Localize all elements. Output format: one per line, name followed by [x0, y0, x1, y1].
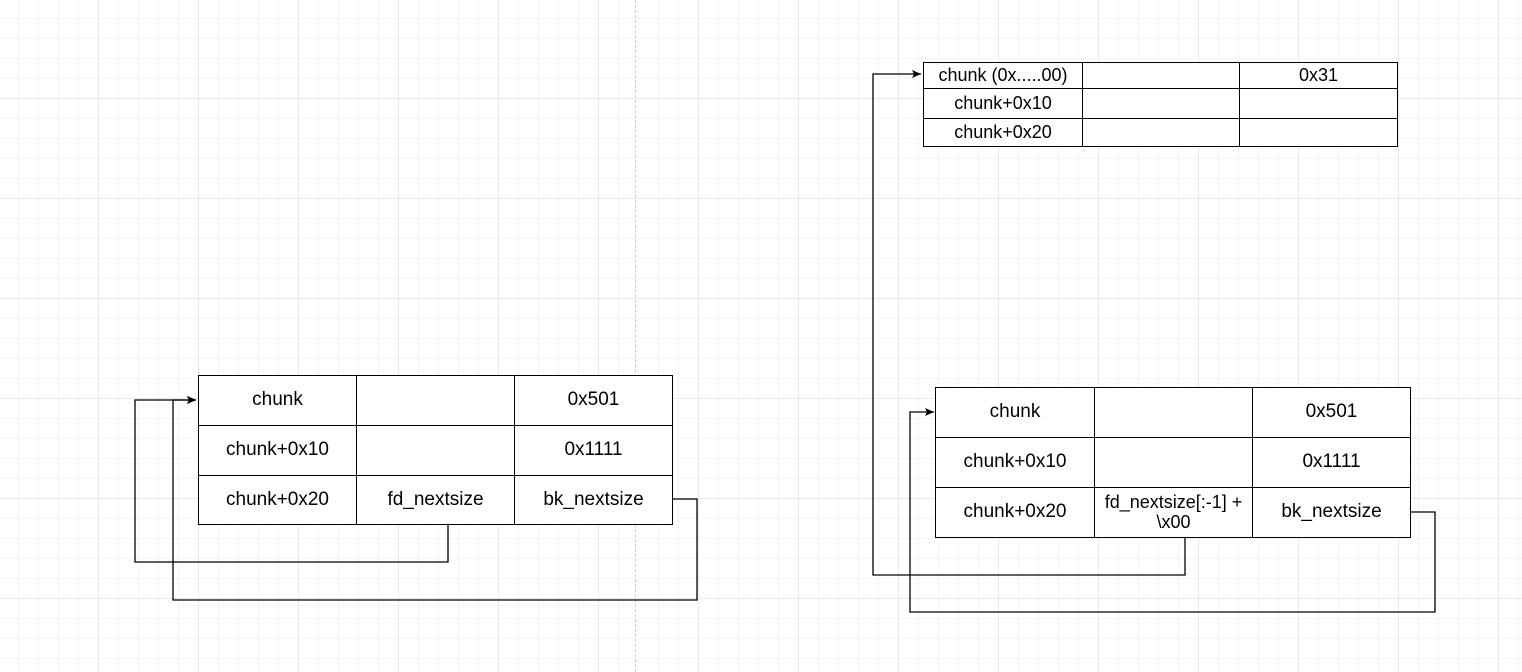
- fake-row1-mid-cell: [1082, 88, 1240, 119]
- right-row1-mid-cell: [1094, 437, 1253, 488]
- right-row1-addr-cell: chunk+0x10: [935, 437, 1095, 488]
- fake-row0-mid-cell: [1082, 62, 1240, 89]
- left-row0-mid-cell: [356, 375, 515, 426]
- right-bk-nextsize-cell: bk_nextsize: [1252, 487, 1411, 538]
- left-row1-value-cell: 0x1111: [514, 425, 673, 476]
- right-row1-value-cell: 0x1111: [1252, 437, 1411, 488]
- left-row2-addr-cell: chunk+0x20: [198, 475, 357, 525]
- right-row0-addr-cell: chunk: [935, 387, 1095, 438]
- left-row0-addr-cell: chunk: [198, 375, 357, 426]
- right-row2-addr-cell: chunk+0x20: [935, 487, 1095, 538]
- right-row0-mid-cell: [1094, 387, 1253, 438]
- right-fd-nextsize-arrow: [872, 70, 1186, 576]
- left-bk-nextsize-arrow: [172, 396, 698, 601]
- fake-row2-addr-cell: chunk+0x20: [923, 118, 1083, 147]
- fake-row1-right-cell: [1239, 88, 1398, 119]
- fake-row0-addr-cell: chunk (0x.....00): [923, 62, 1083, 89]
- page-break-divider: [635, 0, 636, 672]
- left-row0-size-cell: 0x501: [514, 375, 673, 426]
- right-fd-nextsize-modified-cell: fd_nextsize[:-1] + \x00: [1094, 487, 1253, 538]
- fake-row1-addr-cell: chunk+0x10: [923, 88, 1083, 119]
- left-row1-mid-cell: [356, 425, 515, 476]
- fake-row2-mid-cell: [1082, 118, 1240, 147]
- left-bk-nextsize-cell: bk_nextsize: [514, 475, 673, 525]
- fake-row0-size-cell: 0x31: [1239, 62, 1398, 89]
- left-row1-addr-cell: chunk+0x10: [198, 425, 357, 476]
- right-bk-nextsize-arrow: [909, 408, 1436, 613]
- left-fd-nextsize-arrow: [134, 396, 449, 563]
- right-row0-size-cell: 0x501: [1252, 387, 1411, 438]
- left-fd-nextsize-cell: fd_nextsize: [356, 475, 515, 525]
- fake-row2-right-cell: [1239, 118, 1398, 147]
